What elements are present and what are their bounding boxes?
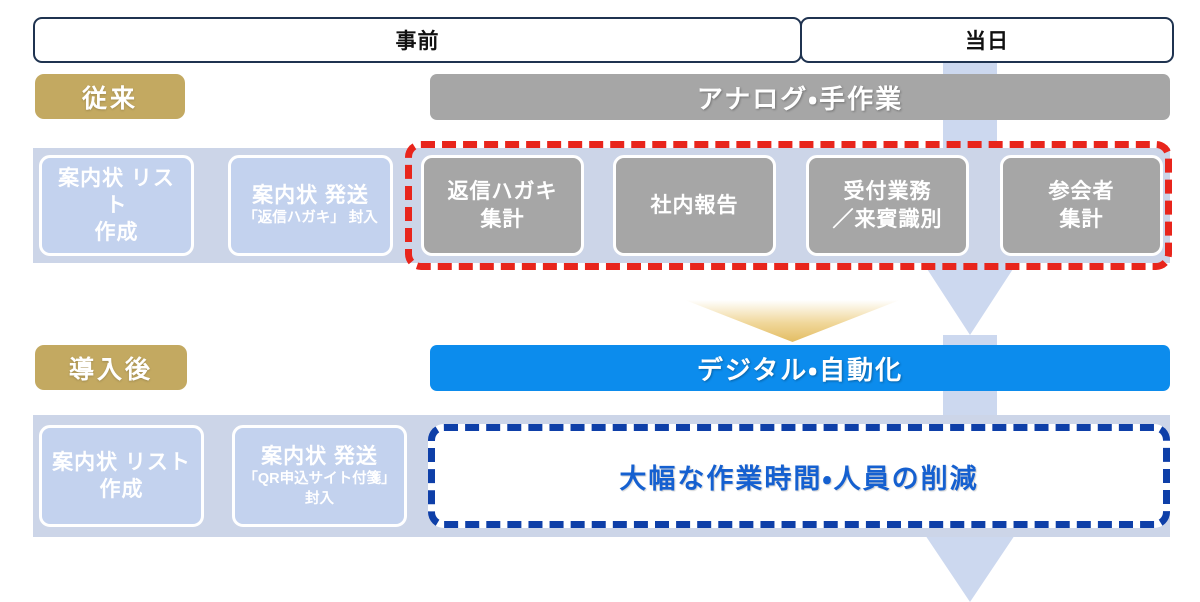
- step-line1: 案内状 リスト: [52, 450, 191, 474]
- step-line1: 参会者: [1048, 180, 1115, 204]
- tab-advance[interactable]: 事前: [33, 17, 802, 63]
- tab-advance-label: 事前: [395, 30, 440, 53]
- step-sub: 「返信ハガキ」 封入: [243, 210, 378, 227]
- highlight-frame-result: 大幅な作業時間・人員の削減: [428, 424, 1170, 528]
- phase-after: 導入後: [35, 345, 187, 390]
- step-invitation-list-new[interactable]: 案内状 リスト 作成: [39, 425, 204, 527]
- phase-after-label: 導入後: [68, 355, 153, 384]
- step-line2: 作成: [94, 221, 139, 245]
- step-line2: 集計: [480, 207, 525, 231]
- step-line1: 案内状 リスト: [58, 166, 175, 217]
- step-sub: 「QR申込サイト付箋」 封入: [243, 471, 396, 507]
- step-line1: 案内状 発送: [252, 184, 369, 208]
- tab-onday-label: 当日: [965, 30, 1009, 53]
- step-line2: 作成: [99, 478, 144, 501]
- transition-chevron-icon: [685, 300, 900, 342]
- highlight-frame-manual-tasks: [405, 141, 1172, 270]
- phase-conventional: 従来: [35, 74, 185, 119]
- phase-conventional-label: 従来: [81, 84, 138, 113]
- step-line1: 社内報告: [650, 193, 739, 217]
- banner-digital-label: デジタル・自動化: [696, 354, 904, 385]
- banner-digital: デジタル・自動化: [430, 345, 1170, 391]
- step-line2: 集計: [1059, 207, 1104, 231]
- banner-analog-label: アナログ・手作業: [696, 83, 904, 114]
- step-invitation-list-old[interactable]: 案内状 リスト 作成: [39, 155, 194, 256]
- banner-analog: アナログ・手作業: [430, 74, 1170, 120]
- step-line1: 案内状 発送: [261, 444, 378, 468]
- tab-onday[interactable]: 当日: [800, 17, 1174, 63]
- result-message: 大幅な作業時間・人員の削減: [619, 463, 979, 494]
- step-invitation-send-new[interactable]: 案内状 発送 「QR申込サイト付箋」 封入: [232, 425, 407, 527]
- step-reply-postcard-tally[interactable]: 返信ハガキ 集計: [421, 155, 584, 256]
- step-internal-report[interactable]: 社内報告: [613, 155, 776, 256]
- step-invitation-send-old[interactable]: 案内状 発送 「返信ハガキ」 封入: [228, 155, 393, 256]
- step-line1: 返信ハガキ: [447, 180, 558, 204]
